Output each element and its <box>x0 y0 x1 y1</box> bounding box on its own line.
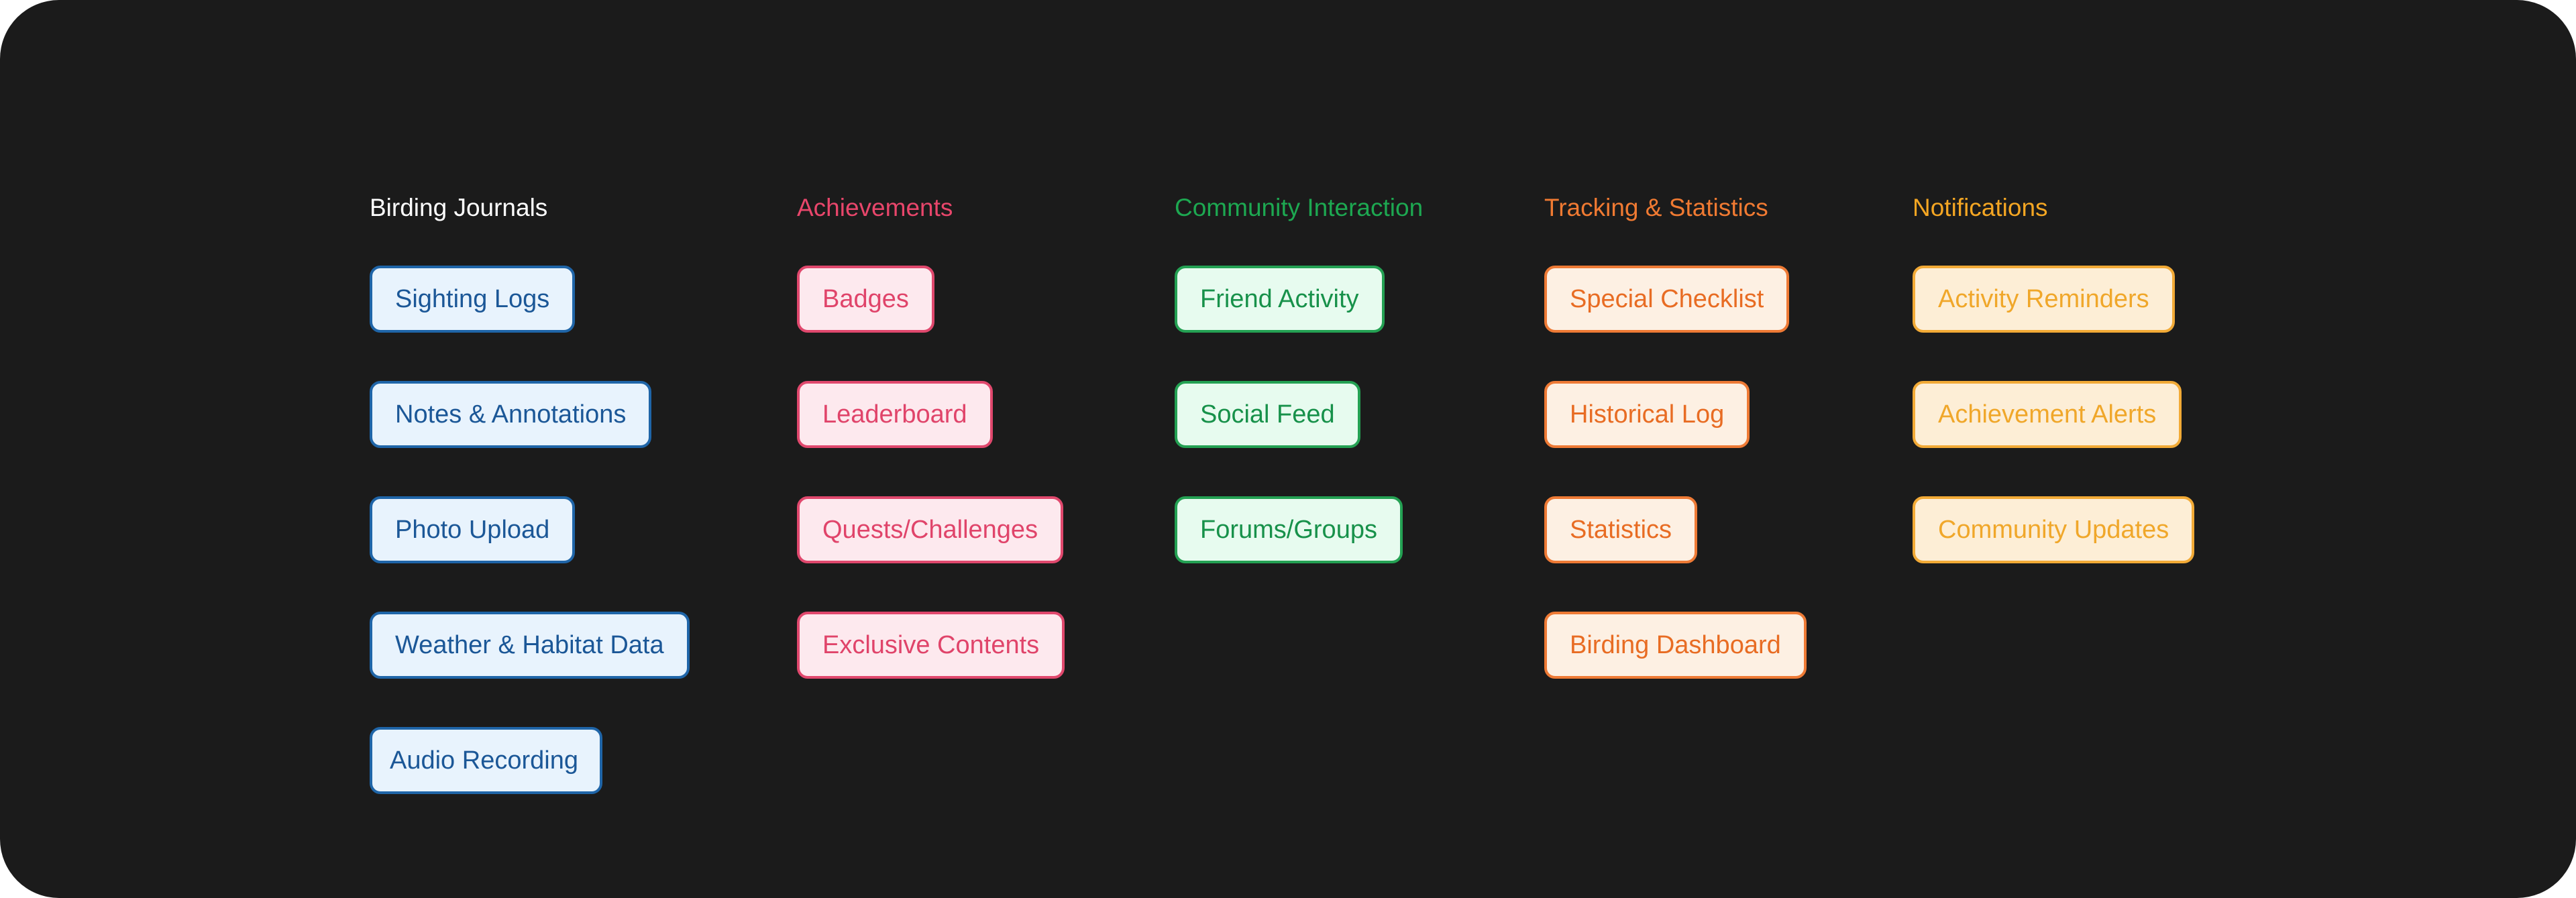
column-birding-journals: Birding Journals Sighting Logs Notes & A… <box>370 190 690 794</box>
chip-social-feed[interactable]: Social Feed <box>1175 381 1360 448</box>
chip-achievement-alerts[interactable]: Achievement Alerts <box>1913 381 2182 448</box>
chip-weather-habitat-data[interactable]: Weather & Habitat Data <box>370 612 690 679</box>
chip-birding-dashboard[interactable]: Birding Dashboard <box>1544 612 1807 679</box>
chip-quests-challenges[interactable]: Quests/Challenges <box>797 496 1064 563</box>
chip-historical-log[interactable]: Historical Log <box>1544 381 1750 448</box>
chip-forums-groups[interactable]: Forums/Groups <box>1175 496 1403 563</box>
chip-special-checklist[interactable]: Special Checklist <box>1544 266 1790 333</box>
column-title: Birding Journals <box>370 194 548 221</box>
chip-activity-reminders[interactable]: Activity Reminders <box>1913 266 2175 333</box>
column-title: Achievements <box>797 194 953 221</box>
chip-notes-annotations[interactable]: Notes & Annotations <box>370 381 652 448</box>
column-title: Notifications <box>1913 194 2048 221</box>
chip-friend-activity[interactable]: Friend Activity <box>1175 266 1385 333</box>
chip-community-updates[interactable]: Community Updates <box>1913 496 2195 563</box>
column-title: Tracking & Statistics <box>1544 194 1768 221</box>
chip-badges[interactable]: Badges <box>797 266 934 333</box>
chip-leaderboard[interactable]: Leaderboard <box>797 381 993 448</box>
chip-photo-upload[interactable]: Photo Upload <box>370 496 576 563</box>
column-community-interaction: Community Interaction Friend Activity So… <box>1175 190 1423 563</box>
column-achievements: Achievements Badges Leaderboard Quests/C… <box>797 190 1065 679</box>
column-tracking-statistics: Tracking & Statistics Special Checklist … <box>1544 190 1807 679</box>
chip-sighting-logs[interactable]: Sighting Logs <box>370 266 576 333</box>
column-notifications: Notifications Activity Reminders Achieve… <box>1913 190 2195 563</box>
chip-statistics[interactable]: Statistics <box>1544 496 1698 563</box>
column-title: Community Interaction <box>1175 194 1424 221</box>
chip-exclusive-contents[interactable]: Exclusive Contents <box>797 612 1065 679</box>
chip-audio-recording[interactable]: Audio Recording <box>370 727 602 794</box>
